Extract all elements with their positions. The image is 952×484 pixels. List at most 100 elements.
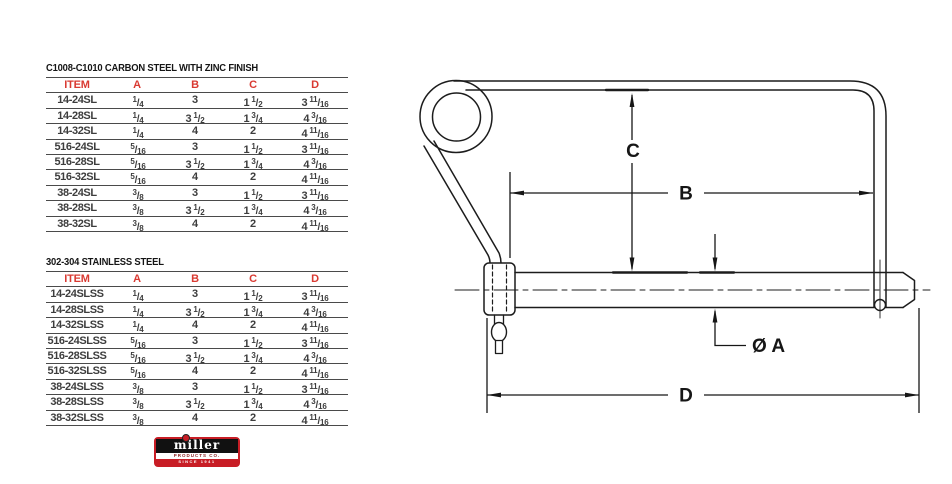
logo-tagline: SINCE 1941	[156, 459, 238, 465]
dim-a-leader	[714, 311, 746, 347]
item-cell: 516-24SLSS	[46, 334, 108, 349]
table-cell: 5/16	[108, 349, 166, 365]
item-cell: 38-32SLSS	[46, 411, 108, 426]
item-cell: 14-28SL	[46, 109, 108, 125]
dim-label-d: D	[679, 386, 693, 407]
pin-head	[483, 262, 516, 316]
dim-label-c: C	[626, 141, 640, 162]
table-cell: 5/16	[108, 170, 166, 186]
column-header: B	[166, 272, 224, 288]
item-cell: 516-32SL	[46, 170, 108, 186]
column-header: ITEM	[46, 272, 108, 288]
table-cell: 2	[224, 318, 282, 334]
table-cell: 2	[224, 411, 282, 426]
table-title: C1008-C1010 CARBON STEEL WITH ZINC FINIS…	[46, 63, 259, 74]
dimension-lines	[486, 95, 920, 413]
table-cell: 1/4	[108, 287, 166, 303]
item-cell: 14-32SLSS	[46, 318, 108, 334]
table-cell: 5/16	[108, 155, 166, 171]
item-cell: 14-24SL	[46, 93, 108, 109]
table-cell: 4	[166, 411, 224, 426]
dim-label-diameter-a: Ø A	[752, 336, 785, 357]
table-cell: 1/4	[108, 318, 166, 334]
table-cell: 1/4	[108, 109, 166, 125]
column-header: D	[282, 78, 348, 94]
table-cell: 4	[166, 217, 224, 232]
wire-end-neck	[493, 314, 505, 325]
dim-label-b: B	[679, 184, 693, 205]
item-cell: 14-28SLSS	[46, 303, 108, 319]
table-cell: 3	[166, 380, 224, 396]
wire-end-ball	[490, 321, 508, 343]
table-cell: 3	[166, 186, 224, 202]
table-cell: 3/8	[108, 217, 166, 233]
table-cell: 1/4	[108, 124, 166, 140]
wire-outer-edge	[453, 80, 887, 308]
table-cell: 1/4	[108, 303, 166, 319]
table-cell: 3	[166, 334, 224, 349]
table-cell: 2	[224, 217, 282, 232]
item-cell: 516-28SLSS	[46, 349, 108, 365]
table-title: 302-304 STAINLESS STEEL	[46, 257, 164, 268]
table-cell: 3/8	[108, 201, 166, 217]
item-cell: 38-32SL	[46, 217, 108, 232]
table-cell: 4	[166, 364, 224, 380]
column-header: A	[108, 78, 166, 94]
item-cell: 516-32SLSS	[46, 364, 108, 380]
pin-head-hidden-lines	[491, 264, 508, 314]
logo-dot-icon	[182, 434, 190, 442]
table-cell: 5/16	[108, 334, 166, 350]
item-cell: 38-28SL	[46, 201, 108, 217]
column-header: D	[282, 272, 348, 288]
table-cell: 3/8	[108, 395, 166, 411]
table-cell: 3	[166, 93, 224, 109]
item-cell: 38-28SLSS	[46, 395, 108, 411]
table-cell: 5/16	[108, 364, 166, 380]
item-cell: 38-24SL	[46, 186, 108, 202]
logo-subtitle: PRODUCTS CO.	[156, 453, 238, 459]
table-cell: 4	[166, 124, 224, 140]
column-header: B	[166, 78, 224, 94]
column-header: C	[224, 272, 282, 288]
item-cell: 516-28SL	[46, 155, 108, 171]
table-cell: 2	[224, 364, 282, 380]
column-header: C	[224, 78, 282, 94]
column-header: ITEM	[46, 78, 108, 94]
table-cell: 2	[224, 170, 282, 186]
table-cell: 3/8	[108, 411, 166, 427]
miller-products-logo: miller PRODUCTS CO. SINCE 1941	[154, 434, 240, 467]
table-cell: 5/16	[108, 140, 166, 156]
table-cell: 2	[224, 124, 282, 140]
wire-end-stem	[494, 339, 504, 355]
loop-inner-circle	[431, 92, 482, 142]
